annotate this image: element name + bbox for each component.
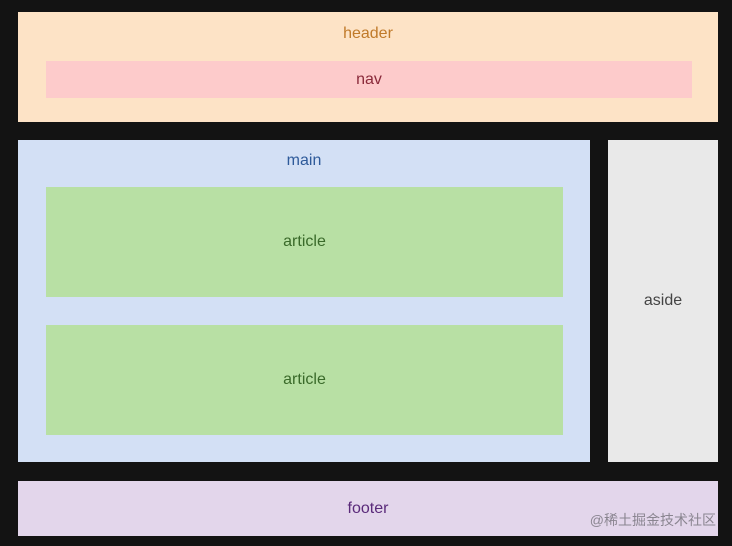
watermark: @稀土掘金技术社区 bbox=[589, 512, 716, 528]
main-label: main bbox=[286, 152, 322, 169]
article-region-2: article bbox=[46, 325, 563, 435]
aside-region: aside bbox=[608, 140, 718, 462]
article-region-1: article bbox=[46, 187, 563, 297]
aside-label: aside bbox=[643, 292, 683, 309]
footer-label: footer bbox=[347, 499, 389, 517]
article-label: article bbox=[283, 371, 326, 388]
nav-region: nav bbox=[46, 61, 692, 98]
article-label: article bbox=[283, 233, 326, 250]
nav-label: nav bbox=[356, 70, 382, 88]
header-label: header bbox=[343, 25, 393, 42]
footer-region: footer bbox=[18, 481, 718, 536]
